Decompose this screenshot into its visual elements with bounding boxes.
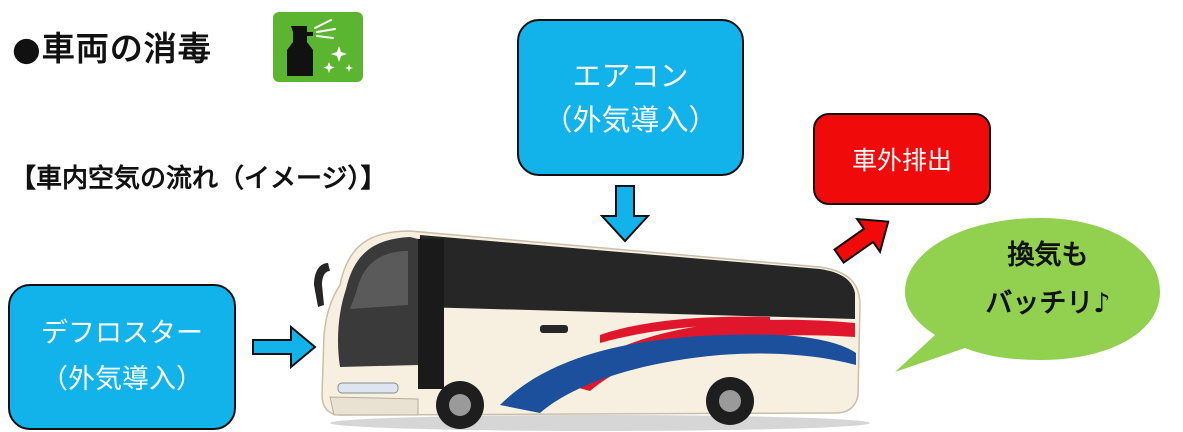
right-arrow-icon [252,324,317,370]
diagram-subtitle: 【車内空気の流れ（イメージ）】 [10,164,387,194]
defroster-box: デフロスター （外気導入） [8,284,236,430]
speech-bubble [895,218,1160,372]
spray-bottle-icon [273,12,363,82]
exhaust-box: 車外排出 [813,113,991,205]
bubble-text: 換気も バッチリ♪ [948,232,1148,328]
bubble-line-2: バッチリ♪ [985,288,1111,319]
down-arrow-icon [599,185,651,243]
aircon-note: （外気導入） [543,102,718,137]
bus-illustration [314,230,870,431]
bubble-line-1: 換気も [1007,240,1089,271]
exhaust-arrow-icon [833,217,890,265]
page-title: ●車両の消毒 [12,29,212,68]
aircon-label: エアコン [572,58,689,93]
defroster-note: （外気導入） [41,364,203,395]
aircon-box: エアコン （外気導入） [517,19,744,176]
defroster-label: デフロスター [41,318,203,349]
exhaust-label: 車外排出 [851,146,952,175]
